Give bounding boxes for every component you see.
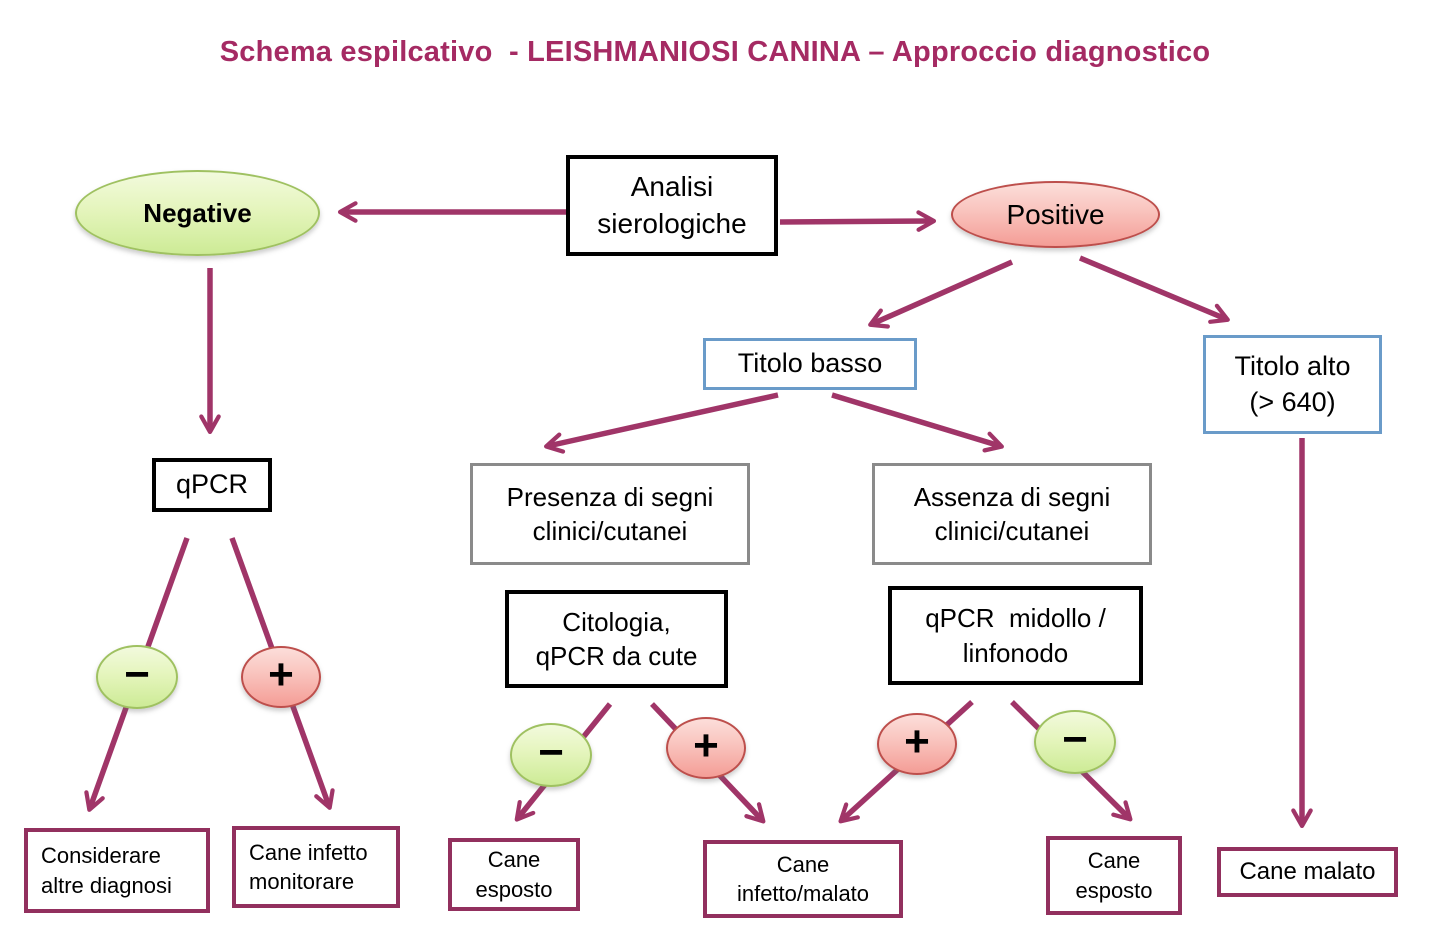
- citologia-plus-ellipse: +: [666, 717, 746, 779]
- node-assenza-segni: Assenza di segni clinici/cutanei: [872, 463, 1152, 565]
- node-cane-esposto-line2: esposto: [475, 876, 553, 902]
- node-considerare-diagnosi: Considerare altre diagnosi: [24, 828, 210, 913]
- plus-sign: +: [268, 650, 294, 699]
- node-citologia-line1: Citologia,: [562, 606, 671, 637]
- node-cane-infetto-line1: Cane infetto: [249, 839, 368, 865]
- node-qpcr: qPCR: [152, 458, 272, 512]
- minus-sign: −: [538, 728, 564, 777]
- node-cane-infetto-malato-line1: Cane: [776, 851, 830, 877]
- node-titolo-basso: Titolo basso: [703, 338, 917, 390]
- node-qpcr-midollo-line1: qPCR midollo /: [925, 603, 1106, 634]
- node-cane-esposto-line1: Cane: [1087, 848, 1141, 874]
- node-citologia: Citologia, qPCR da cute: [505, 590, 728, 688]
- node-positive-label: Positive: [1006, 198, 1105, 230]
- node-titolo-basso-label: Titolo basso: [737, 348, 883, 379]
- midollo-plus-ellipse: +: [877, 713, 957, 775]
- arrow-titolo-basso-to-presenza: [544, 392, 779, 454]
- node-cane-esposto-left: Cane esposto: [448, 838, 580, 911]
- node-cane-infetto-line2: monitorare: [249, 869, 355, 894]
- node-assenza-line1: Assenza di segni: [913, 481, 1111, 512]
- node-considerare-line1: Considerare: [41, 843, 161, 869]
- node-assenza-line2: clinici/cutanei: [934, 516, 1090, 546]
- node-cane-malato: Cane malato: [1217, 847, 1398, 897]
- plus-sign: +: [693, 721, 719, 770]
- arrow-titolo-basso-to-assenza: [831, 392, 1004, 453]
- node-cane-infetto-malato-line2: infetto/malato: [736, 881, 870, 906]
- node-analisi-line1: Analisi: [630, 170, 714, 202]
- node-cane-malato-label: Cane malato: [1239, 858, 1376, 886]
- qpcr-plus-ellipse: +: [241, 646, 321, 708]
- node-citologia-line2: qPCR da cute: [535, 641, 698, 671]
- node-qpcr-label: qPCR: [175, 469, 249, 500]
- midollo-minus-ellipse: −: [1034, 710, 1116, 774]
- node-qpcr-midollo: qPCR midollo / linfonodo: [888, 586, 1143, 685]
- minus-sign: −: [124, 650, 150, 699]
- node-cane-infetto-monitorare: Cane infetto monitorare: [232, 826, 400, 908]
- node-analisi-sierologiche: Analisi sierologiche: [566, 155, 778, 256]
- arrow-positive-to-titolo-alto: [1078, 255, 1230, 324]
- node-analisi-line2: sierologiche: [597, 207, 747, 239]
- node-presenza-segni: Presenza di segni clinici/cutanei: [470, 463, 750, 565]
- node-cane-infetto-malato: Cane infetto/malato: [703, 840, 903, 918]
- page-title: Schema espilcativo - LEISHMANIOSI CANINA…: [219, 36, 1211, 68]
- node-titolo-alto: Titolo alto (> 640): [1203, 335, 1382, 434]
- node-titolo-alto-line1: Titolo alto: [1234, 350, 1351, 381]
- node-presenza-line2: clinici/cutanei: [532, 516, 688, 546]
- arrow-analisi-to-positive: [779, 210, 937, 232]
- qpcr-minus-ellipse: −: [96, 645, 178, 709]
- node-negative: Negative: [75, 170, 320, 256]
- minus-sign: −: [1062, 715, 1088, 764]
- node-considerare-line2: altre diagnosi: [41, 872, 172, 898]
- node-cane-esposto-right: Cane esposto: [1046, 836, 1182, 915]
- node-cane-esposto-line1: Cane: [487, 847, 541, 873]
- node-presenza-line1: Presenza di segni: [506, 481, 714, 512]
- node-titolo-alto-line2: (> 640): [1249, 386, 1336, 417]
- node-positive: Positive: [951, 181, 1160, 248]
- node-cane-esposto-line2: esposto: [1075, 877, 1153, 903]
- plus-sign: +: [904, 717, 930, 766]
- node-qpcr-midollo-line2: linfonodo: [962, 637, 1069, 668]
- node-negative-label: Negative: [143, 197, 252, 228]
- arrow-positive-to-titolo-basso: [868, 259, 1014, 329]
- citologia-minus-ellipse: −: [510, 723, 592, 787]
